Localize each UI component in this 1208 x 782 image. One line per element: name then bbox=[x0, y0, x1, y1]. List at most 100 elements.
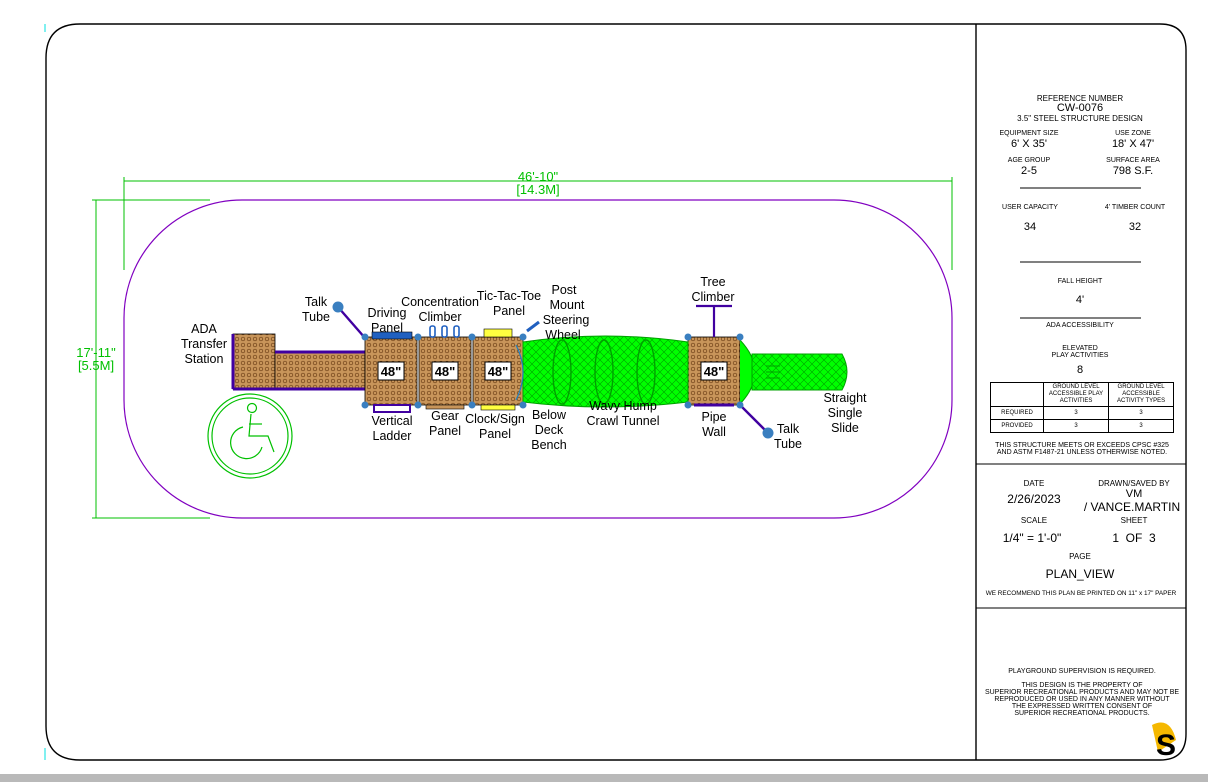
talk-tube-left-icon bbox=[332, 301, 344, 313]
supervision-note: PLAYGROUND SUPERVISION IS REQUIRED. bbox=[1008, 668, 1156, 675]
concentration-climber-graphic bbox=[429, 325, 460, 338]
table-row: REQUIRED 3 3 bbox=[990, 406, 1174, 420]
deck-label-1: 48" bbox=[377, 361, 405, 381]
gear-panel-graphic bbox=[425, 404, 465, 410]
clock-sign-graphic bbox=[480, 404, 516, 411]
reference-number: CW-0076 bbox=[1056, 102, 1104, 114]
equipment-size-value: 6' X 35' bbox=[1010, 138, 1047, 150]
table-header-cell bbox=[990, 382, 1044, 407]
scale-value: 1/4" = 1'-0" bbox=[1002, 531, 1062, 545]
date-label: DATE bbox=[1023, 479, 1045, 488]
property-line-3: REPRODUCED OR USED IN ANY MANNER WITHOUT bbox=[994, 696, 1170, 703]
surface-area-value: 798 S.F. bbox=[1112, 165, 1154, 177]
svg-text:S: S bbox=[1156, 729, 1176, 762]
structure-design: 3.5" STEEL STRUCTURE DESIGN bbox=[1017, 114, 1143, 123]
fall-height-label: FALL HEIGHT bbox=[1057, 278, 1103, 285]
accessibility-table: GROUND LEVEL ACCESSIBLE PLAY ACTIVITIES … bbox=[990, 382, 1174, 433]
use-zone-boundary bbox=[123, 199, 953, 519]
elevated-value: 8 bbox=[1076, 364, 1084, 376]
crawl-tunnel bbox=[522, 335, 689, 408]
equipment-size-label: EQUIPMENT SIZE bbox=[999, 130, 1059, 137]
user-capacity-value: 34 bbox=[1023, 221, 1037, 233]
table-cell: 3 bbox=[1108, 419, 1174, 433]
sheet-frame bbox=[45, 23, 1187, 761]
property-line-4: THE EXPRESSED WRITTEN CONSENT OF bbox=[1011, 703, 1153, 710]
talk-tube-right-pipe bbox=[739, 404, 767, 432]
width-dimension-label: 46'-10" bbox=[518, 169, 559, 184]
sheet-value: 1 OF 3 bbox=[1112, 531, 1156, 545]
talk-tube-left-pipe bbox=[337, 306, 366, 339]
table-cell: REQUIRED bbox=[990, 406, 1044, 420]
ada-accessibility-label: ADA ACCESSIBILITY bbox=[1046, 322, 1114, 329]
page-label: PAGE bbox=[1069, 552, 1091, 561]
superior-logo: S bbox=[1152, 722, 1176, 762]
slide-bed bbox=[751, 353, 848, 391]
saved-by-value: / VANCE.MARTIN bbox=[1083, 500, 1181, 514]
tic-tac-toe-graphic bbox=[483, 328, 513, 338]
depth-dimension-label: 17'-11" bbox=[76, 345, 116, 360]
tree-climber-graphic bbox=[696, 304, 732, 337]
accessibility-table-header: GROUND LEVEL ACCESSIBLE PLAY ACTIVITIES … bbox=[990, 382, 1174, 407]
sheet-label: SHEET bbox=[1120, 516, 1148, 525]
use-zone-label: USE ZONE bbox=[1115, 130, 1151, 137]
talk-tube-right-icon bbox=[762, 427, 774, 439]
title-block-rules bbox=[976, 187, 1186, 609]
svg-text:48": 48" bbox=[488, 364, 509, 379]
table-row: PROVIDED 3 3 bbox=[990, 419, 1174, 433]
use-zone-value: 18' X 47' bbox=[1111, 138, 1155, 150]
property-line-1: THIS DESIGN IS THE PROPERTY OF bbox=[1021, 682, 1143, 689]
date-value: 2/26/2023 bbox=[1007, 492, 1061, 506]
compliance-line-2: AND ASTM F1487-21 UNLESS OTHERWISE NOTED… bbox=[996, 449, 1168, 456]
compliance-line-1: THIS STRUCTURE MEETS OR EXCEEDS CPSC #32… bbox=[995, 442, 1169, 449]
user-capacity-label: USER CAPACITY bbox=[1002, 204, 1058, 211]
drawn-by-value: VM bbox=[1125, 488, 1143, 500]
timber-count-label: 4' TIMBER COUNT bbox=[1104, 204, 1166, 211]
page-value: PLAN_VIEW bbox=[1045, 567, 1115, 581]
elevated-label-1: ELEVATED bbox=[1062, 345, 1098, 352]
wheelchair-icon bbox=[207, 393, 293, 479]
age-group-label: AGE GROUP bbox=[1007, 157, 1051, 164]
table-cell: PROVIDED bbox=[990, 419, 1044, 433]
fall-height-value: 4' bbox=[1075, 294, 1085, 306]
property-line-5: SUPERIOR RECREATIONAL PRODUCTS. bbox=[1014, 710, 1150, 717]
table-header-cell: GROUND LEVEL ACCESSIBLE ACTIVITY TYPES bbox=[1108, 382, 1174, 407]
steering-wheel-graphic bbox=[526, 320, 540, 333]
post-markers bbox=[361, 333, 744, 409]
elevated-label-2: PLAY ACTIVITIES bbox=[1051, 352, 1109, 359]
window-bottom-bar bbox=[0, 774, 1208, 782]
surface-area-label: SURFACE AREA bbox=[1106, 157, 1160, 164]
table-cell: 3 bbox=[1042, 406, 1110, 420]
age-group-value: 2-5 bbox=[1021, 165, 1037, 177]
scale-label: SCALE bbox=[1020, 516, 1048, 525]
depth-dimension bbox=[92, 199, 210, 519]
width-dimension bbox=[123, 177, 953, 270]
crawl-tunnel-hoops bbox=[552, 339, 656, 405]
below-deck-bench-graphic bbox=[515, 344, 524, 401]
reference-label: REFERENCE NUMBER bbox=[1036, 94, 1124, 103]
transfer-station-step bbox=[232, 333, 276, 390]
transfer-station-platform bbox=[274, 351, 366, 390]
table-cell: 3 bbox=[1042, 419, 1110, 433]
svg-text:48": 48" bbox=[704, 364, 725, 379]
vertical-ladder-graphic bbox=[373, 404, 411, 413]
deck-label-3: 48" bbox=[484, 361, 512, 381]
print-note: WE RECOMMEND THIS PLAN BE PRINTED ON 11"… bbox=[985, 590, 1177, 597]
width-dimension-metric: [14.3M] bbox=[516, 182, 559, 197]
depth-dimension-metric: [5.5M] bbox=[78, 358, 114, 373]
slide-exit-lines bbox=[766, 365, 780, 379]
